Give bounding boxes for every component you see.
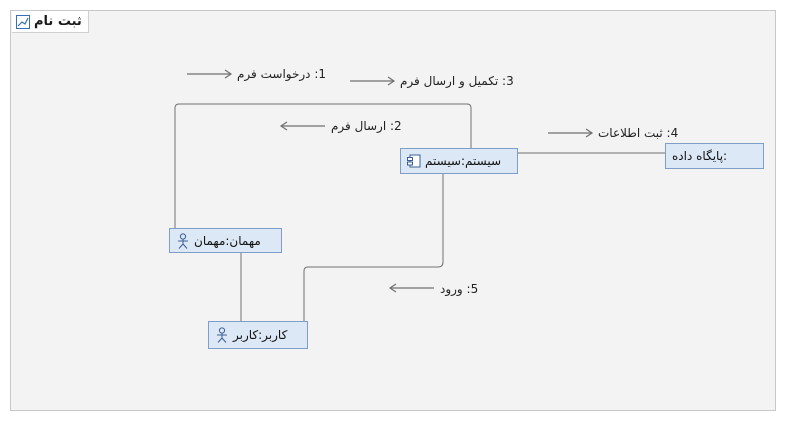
user-node-label: کاربر:کاربر: [233, 328, 288, 342]
system-node[interactable]: سیستم:سیستم: [400, 148, 518, 174]
database-node[interactable]: :پایگاه داده: [665, 143, 764, 169]
diagram-icon: [16, 14, 30, 29]
link-guest-system: [174, 103, 472, 228]
guest-node-label: مهمان:مهمان: [194, 233, 261, 248]
message-1-label: 1: درخواست فرم: [237, 67, 327, 81]
guest-node[interactable]: مهمان:مهمان: [169, 228, 282, 253]
actor-icon: [178, 232, 188, 249]
link-system-user: [303, 174, 444, 321]
arrow-m3: [350, 76, 396, 86]
database-node-label: :پایگاه داده: [672, 149, 728, 163]
message-5-label: 5: ورود: [440, 282, 479, 296]
message-4-label: 4: ثبت اطلاعات: [598, 126, 679, 140]
system-node-label: سیستم:سیستم: [425, 154, 502, 168]
message-3-label: 3: تکمیل و ارسال فرم: [400, 74, 514, 88]
diagram-canvas: [10, 10, 776, 411]
diagram-title: ثبت نام: [34, 14, 82, 29]
arrow-m1: [187, 69, 233, 79]
message-2-label: 2: ارسال فرم: [331, 119, 402, 133]
component-icon: [407, 154, 421, 168]
arrow-m4: [548, 128, 594, 138]
user-node[interactable]: کاربر:کاربر: [208, 321, 308, 349]
diagram-tab[interactable]: ثبت نام: [12, 11, 89, 33]
arrow-m5: [388, 283, 434, 293]
arrow-m2: [279, 121, 325, 131]
actor-icon: [217, 327, 227, 343]
